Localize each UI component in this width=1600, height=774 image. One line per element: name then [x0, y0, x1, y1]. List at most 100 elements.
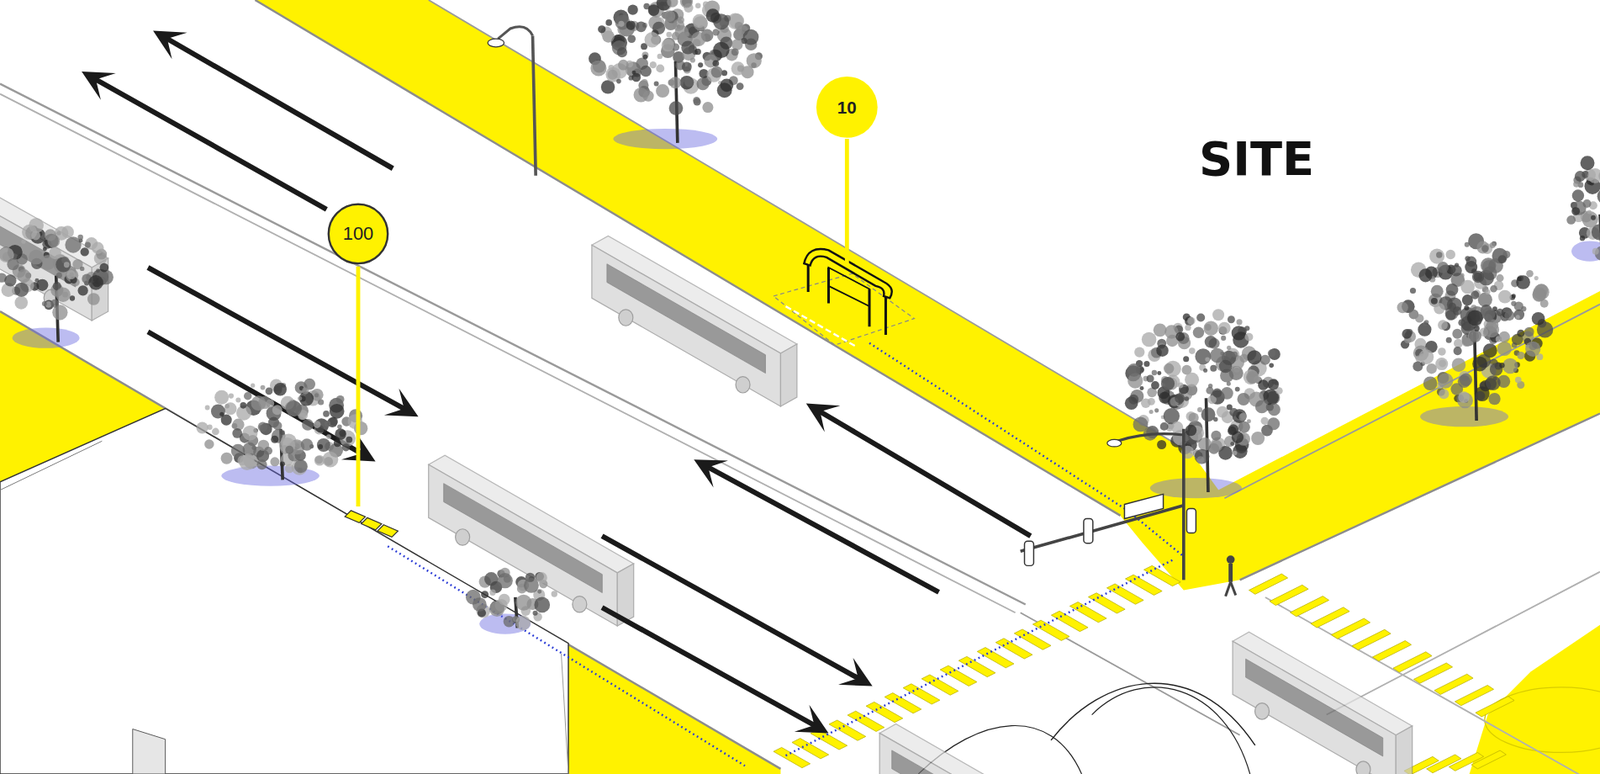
tree-leaf [1175, 332, 1185, 342]
tree-leaf [672, 19, 685, 32]
tree-leaf [91, 242, 104, 254]
tree-leaf [712, 42, 729, 59]
tree-leaf [712, 28, 719, 36]
tree-leaf [301, 418, 314, 431]
tree-leaf [633, 87, 650, 103]
tree-leaf [1257, 379, 1269, 391]
tree-shadow [1420, 406, 1509, 427]
crosswalk-stripe [1351, 628, 1391, 650]
tree-leaf [1436, 251, 1442, 258]
tree-leaf [1267, 417, 1280, 430]
tree-leaf [1151, 369, 1157, 375]
crosswalk-stripe [1087, 592, 1125, 613]
crosswalk-stripe [1013, 628, 1051, 650]
tree-leaf [1209, 364, 1217, 372]
tree-leaf [743, 29, 760, 46]
tree-leaf [235, 397, 241, 403]
shelter-post [807, 259, 886, 335]
tree-leaf [1231, 431, 1244, 444]
tree-leaf [264, 446, 273, 455]
tree-leaf [1203, 321, 1219, 336]
tree-leaf [1268, 363, 1274, 369]
pedestrian-leg [1230, 581, 1236, 596]
tree-leaf [1419, 353, 1427, 361]
tree-leaf [616, 79, 622, 85]
tree-leaf [601, 79, 615, 94]
pedestrian-path [869, 343, 1128, 511]
bus-windows [0, 172, 76, 287]
tree-leaf [1437, 372, 1454, 389]
tree-leaf [1483, 322, 1500, 338]
tree-leaf [1516, 351, 1525, 360]
tree-leaf [1457, 318, 1466, 327]
tree-leaf [258, 422, 269, 433]
tree-leaf [1472, 270, 1484, 283]
tree-leaf [63, 261, 70, 268]
tree-leaf [617, 59, 629, 71]
bus-wheel [455, 528, 470, 545]
tree-leaf [1474, 385, 1490, 402]
tree-leaf [690, 57, 696, 63]
tree-leaf [214, 390, 229, 405]
tree-leaf [1460, 279, 1475, 295]
tree-leaf [322, 410, 330, 418]
tree-leaf [523, 577, 539, 593]
tree-leaf [551, 590, 558, 597]
tree-leaf [14, 282, 29, 297]
tree-leaf [1149, 409, 1154, 414]
tree-leaf [1208, 383, 1213, 388]
tree-leaf [273, 421, 283, 431]
crosswalk-stripe [1249, 573, 1289, 594]
tree-leaf [515, 615, 531, 631]
shelter-panel [828, 267, 870, 307]
tree-leaf [257, 459, 268, 470]
tree-leaf [1587, 168, 1600, 184]
tree-leaf [1255, 400, 1269, 414]
tree-leaf [1580, 155, 1595, 170]
tree-leaf [684, 77, 694, 87]
bus-windows [1246, 658, 1384, 756]
sidewalk-band [0, 311, 781, 774]
tree-leaf [221, 452, 233, 465]
tree-leaf [1146, 374, 1155, 382]
tree-leaf [336, 395, 345, 404]
tree-leaf [242, 425, 258, 441]
property-line [1224, 304, 1600, 499]
signal-head [1024, 540, 1035, 566]
tree-leaf [334, 427, 347, 440]
tree-leaf [260, 385, 266, 391]
tree-leaf [1184, 372, 1199, 387]
traffic-arrow [147, 331, 365, 455]
tree-leaf [1134, 347, 1145, 358]
tree-leaf [1450, 264, 1463, 277]
site-label: SITE [1198, 134, 1315, 182]
tree-leaf [712, 59, 719, 67]
tree-leaf [695, 2, 701, 8]
tree-leaf [1446, 337, 1453, 344]
callout-circle: 10 [816, 76, 878, 138]
shelter-pad-edge [786, 306, 858, 348]
tree-leaf [1452, 328, 1463, 339]
tree-leaf [285, 445, 294, 455]
tree-leaf [533, 610, 539, 616]
tree-leaf [1227, 315, 1236, 323]
tree-leaf [1429, 248, 1445, 265]
tree-leaf [1515, 314, 1521, 319]
tree-leaf [1433, 302, 1445, 314]
bus-wheel [618, 309, 634, 326]
tree-leaf [42, 300, 48, 307]
turn-path [1050, 682, 1256, 745]
leader-line [356, 266, 361, 507]
tree-leaf [498, 593, 511, 606]
tree-leaf [692, 96, 700, 104]
tree-leaf [617, 47, 628, 58]
tree-leaf [6, 258, 19, 270]
tree-leaf [1267, 348, 1276, 357]
tree-leaf [258, 396, 271, 409]
tree-leaf [1246, 349, 1262, 365]
tree-leaf [1196, 455, 1204, 464]
building-edge [561, 653, 569, 774]
tree-leaf [641, 79, 649, 86]
signal-head [1186, 507, 1196, 533]
